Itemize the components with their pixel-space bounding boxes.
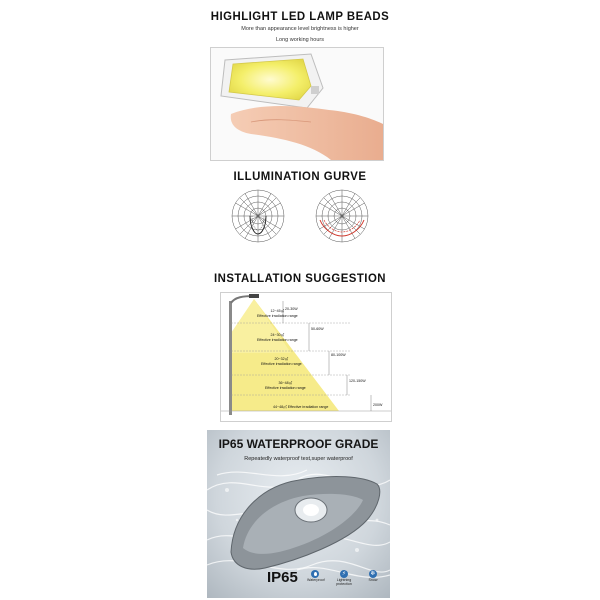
power-2: 50-60W	[311, 327, 324, 331]
ip65-badge: IP65	[267, 569, 298, 586]
ip-title: IP65 WATERPROOF GRADE	[218, 437, 379, 451]
polar-chart-left	[231, 189, 285, 243]
power-4: 120-150W	[349, 379, 366, 383]
lightning-protection-icon: ⚡	[340, 570, 348, 578]
zone-5: 44~48㎡ Effective irradiation range	[273, 405, 329, 409]
waterproof-icon	[311, 570, 319, 578]
feature-waterproof: Waterproof	[307, 570, 325, 582]
installation-title: INSTALLATION SUGGESTION	[213, 271, 387, 285]
snow-icon: ❄	[369, 570, 377, 578]
ip-subtitle: Repeatedly waterproof test,super waterpr…	[244, 456, 353, 462]
beads-title: HIGHLIGHT LED LAMP BEADS	[210, 9, 390, 23]
beads-line-1: More than appearance level brightness is…	[241, 26, 359, 32]
led-bead-image	[210, 47, 384, 161]
beads-line-2: Long working hours	[275, 37, 324, 43]
polar-chart-right	[315, 189, 369, 243]
feature-snow: ❄ Snow	[368, 570, 378, 582]
power-3: 80-100W	[331, 353, 346, 357]
feature-lightning-protection: ⚡ Lightning protection	[336, 570, 352, 586]
power-5: 200W	[373, 403, 383, 407]
power-1: 20-30W	[285, 307, 298, 311]
illumination-title: ILLUMINATION GURVE	[233, 169, 367, 183]
waterproof-panel: IP65 WATERPROOF GRADE Repeatedly waterpr…	[207, 430, 390, 598]
